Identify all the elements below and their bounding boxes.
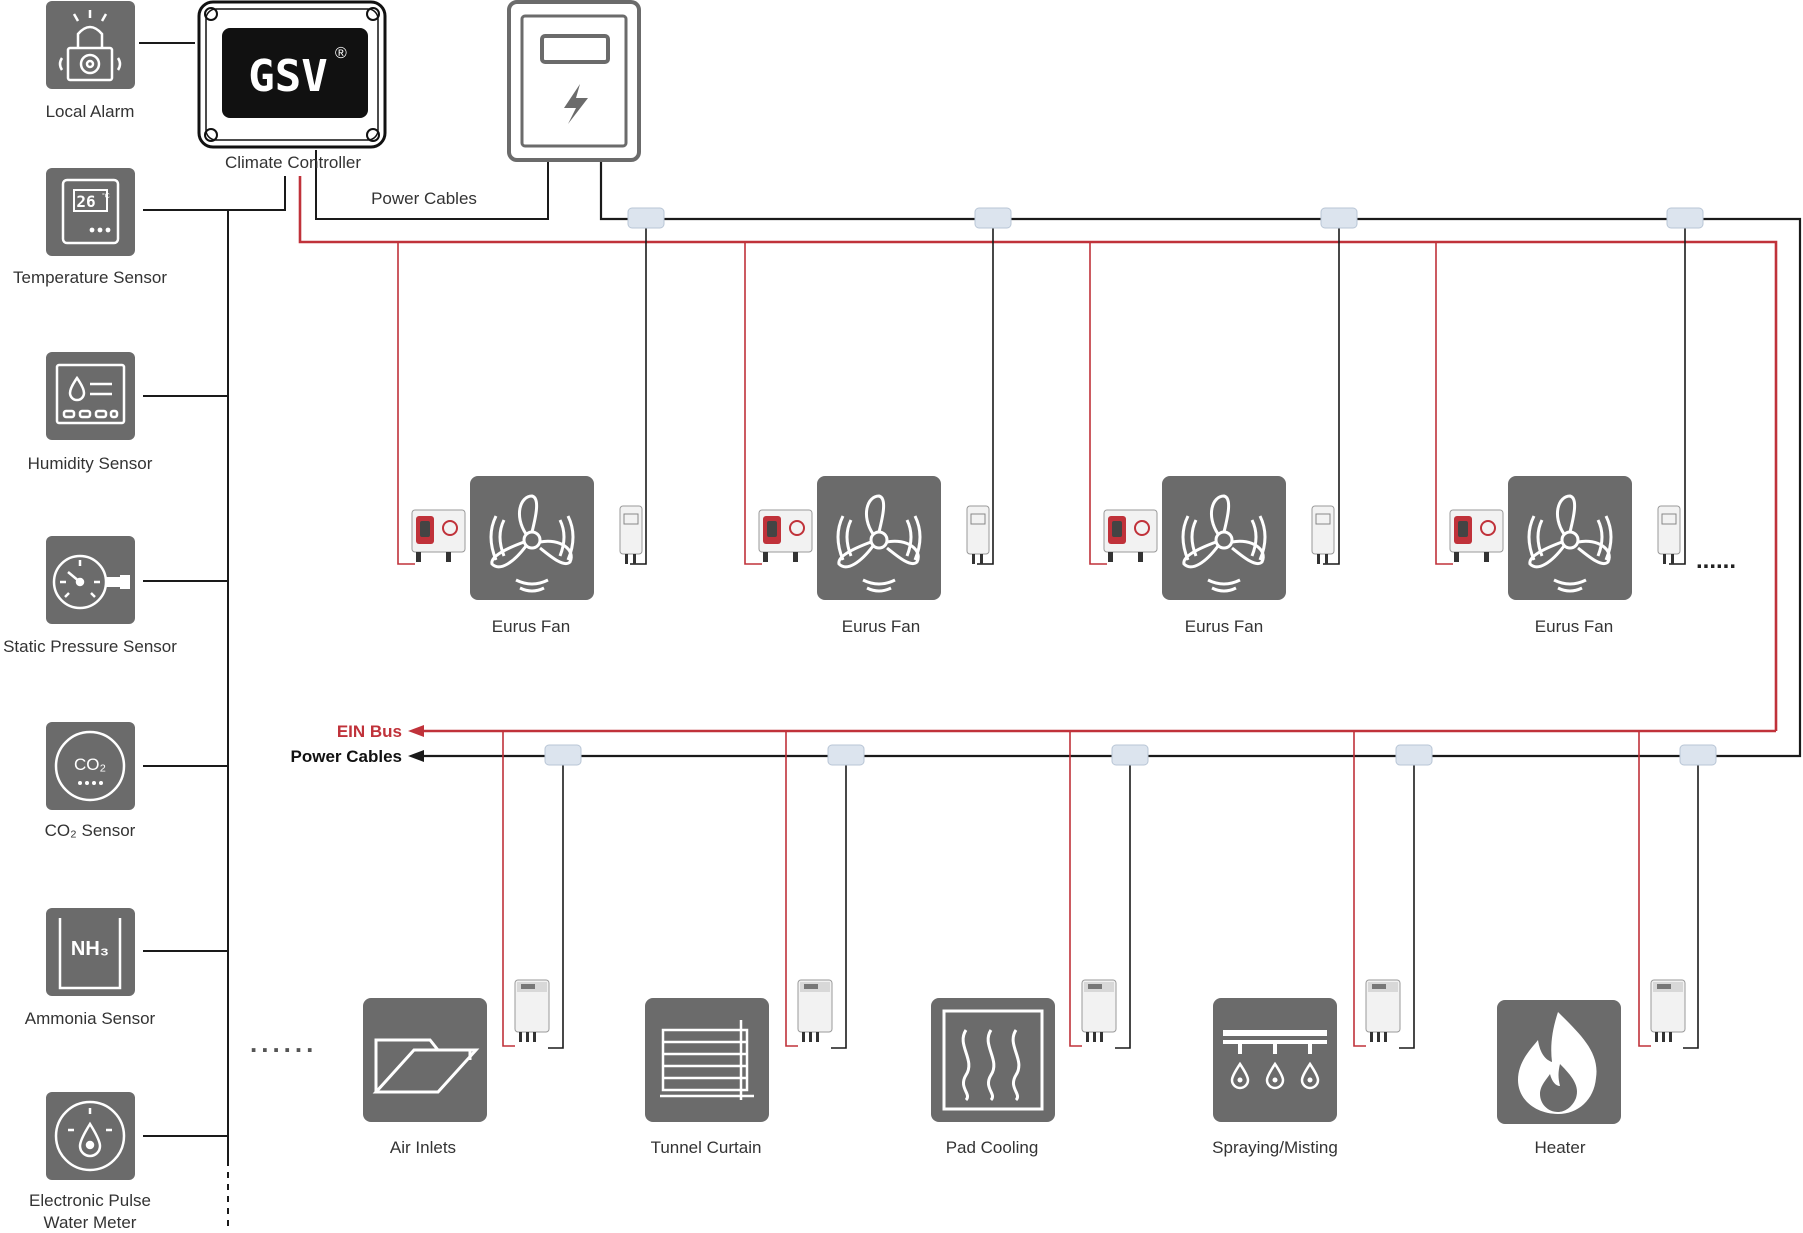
temperature-display-unit: °C (102, 192, 110, 200)
co2-badge: CO₂ (74, 755, 106, 774)
equipment-tunnel-curtain: Tunnel Curtain (645, 979, 833, 1157)
fan-row: Eurus Fan Eurus Fan Eurus Fan Eurus Fan … (410, 474, 1736, 636)
legend-ein-bus: EIN Bus (337, 722, 402, 741)
fan-icon (410, 474, 644, 602)
controller-brand: GSV (248, 51, 327, 102)
legend-power-cables: Power Cables (291, 747, 403, 766)
equipment-label: Tunnel Curtain (651, 1138, 762, 1157)
fan-icon (1102, 474, 1336, 602)
equipment-row: ...... Air Inlets Tunnel (250, 979, 1686, 1157)
fan-label: Eurus Fan (842, 617, 920, 636)
equipment-spraying-misting: Spraying/Misting (1212, 979, 1401, 1157)
sensor-label: Static Pressure Sensor (3, 637, 177, 656)
sensor-label: Water Meter (44, 1213, 137, 1232)
climate-controller: GSV ® Climate Controller (197, 0, 387, 172)
controller-module (1650, 979, 1686, 1043)
fan-unit-4: Eurus Fan (1448, 474, 1682, 636)
sensor-label: CO₂ Sensor (45, 821, 136, 840)
sensor-label: Local Alarm (46, 102, 135, 121)
sensor-temperature: 26 °C Temperature Sensor (13, 168, 167, 287)
controller-module (1081, 979, 1117, 1043)
lightning-bolt-icon (564, 84, 588, 124)
fan-unit-2: Eurus Fan (757, 474, 991, 636)
fan-label: Eurus Fan (1535, 617, 1613, 636)
humidity-panel-icon (55, 363, 126, 425)
equipment-continuation-dots: ...... (250, 1028, 317, 1058)
sensor-humidity: Humidity Sensor (28, 352, 153, 473)
controller-module (797, 979, 833, 1043)
sensor-label: Temperature Sensor (13, 268, 167, 287)
equipment-label: Pad Cooling (946, 1138, 1039, 1157)
spray-misting-icon (1223, 1030, 1327, 1090)
equipment-air-inlets: Air Inlets (363, 979, 550, 1157)
equipment-pad-cooling: Pad Cooling (931, 979, 1117, 1157)
thermostat-display-icon: 26 °C (61, 178, 120, 245)
fans-continuation-dots: ...... (1696, 547, 1736, 574)
fan-unit-1: Eurus Fan (410, 474, 644, 636)
fan-icon (1448, 474, 1682, 602)
controller-label: Climate Controller (225, 153, 361, 172)
wiring (139, 42, 1802, 1232)
co2-sensor-icon: CO₂ (54, 730, 126, 802)
tunnel-curtain-icon (660, 1020, 754, 1100)
heater-flame-icon (1518, 1012, 1597, 1114)
pressure-gauge-icon (52, 554, 130, 610)
ammonia-sensor-icon: NH₃ (58, 918, 122, 990)
fan-label: Eurus Fan (1185, 617, 1263, 636)
cable-connectors (544, 207, 1717, 766)
equipment-label: Air Inlets (390, 1138, 456, 1157)
sensor-co2: CO₂ CO₂ Sensor (45, 722, 136, 840)
controller-module (1365, 979, 1401, 1043)
equipment-label: Heater (1534, 1138, 1585, 1157)
sensor-label: Humidity Sensor (28, 454, 153, 473)
equipment-heater: Heater (1497, 979, 1686, 1157)
ammonia-badge: NH₃ (71, 938, 109, 960)
fan-label: Eurus Fan (492, 617, 570, 636)
controller-module (514, 979, 550, 1043)
alarm-light-icon (58, 10, 122, 82)
sensor-water-meter: Electronic Pulse Water Meter (29, 1092, 151, 1232)
sensor-local-alarm: Local Alarm (46, 1, 135, 121)
temperature-display-value: 26 (76, 192, 95, 211)
equipment-label: Spraying/Misting (1212, 1138, 1338, 1157)
fan-unit-3: Eurus Fan (1102, 474, 1336, 636)
sensor-label: Ammonia Sensor (25, 1009, 156, 1028)
water-meter-icon (54, 1100, 126, 1172)
sensor-static-pressure: Static Pressure Sensor (3, 536, 177, 656)
fan-icon (757, 474, 991, 602)
power-distribution-box: Power Cables (371, 0, 641, 208)
pad-cooling-icon (942, 1009, 1044, 1111)
sensor-ammonia: NH₃ Ammonia Sensor (25, 908, 156, 1028)
legend: EIN Bus Power Cables (291, 722, 403, 766)
air-inlet-icon (372, 1038, 480, 1094)
power-cables-label: Power Cables (371, 189, 477, 208)
sensor-label: Electronic Pulse (29, 1191, 151, 1210)
registered-mark: ® (335, 45, 347, 62)
